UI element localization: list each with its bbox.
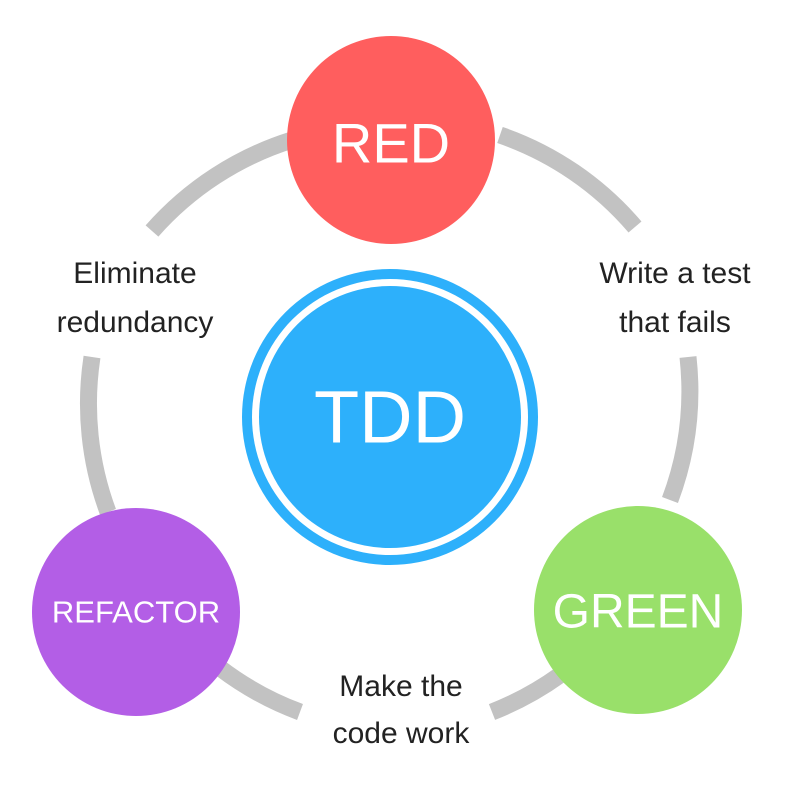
edge-label-refactor-to-red-line1: Eliminate [73, 257, 196, 290]
center-node-label: TDD [314, 376, 466, 459]
cycle-arc-left-top [145, 131, 295, 237]
red-node: RED [287, 36, 495, 244]
center-node-fill [259, 286, 521, 548]
edge-label-red-to-green: Write a test that fails [599, 257, 751, 339]
cycle-arc-right-top [497, 126, 642, 233]
red-node-label: RED [332, 112, 450, 175]
cycle-arc-right [662, 356, 699, 503]
cycle-arc-bottom-right [488, 668, 565, 720]
cycle-arc-bottom-left [214, 661, 304, 720]
green-node-label: GREEN [553, 586, 724, 639]
edge-label-refactor-to-red: Eliminate redundancy [57, 257, 214, 339]
edge-label-red-to-green-line1: Write a test [599, 257, 751, 290]
green-node-circle [534, 506, 742, 714]
cycle-arc-left [79, 355, 116, 515]
cycle-ring [79, 126, 699, 720]
red-node-circle [287, 36, 495, 244]
edge-label-green-to-refactor-line2: code work [333, 717, 471, 750]
refactor-node: REFACTOR [32, 508, 240, 716]
edge-label-green-to-refactor-line1: Make the [339, 670, 462, 703]
edge-label-refactor-to-red-line2: redundancy [57, 306, 214, 339]
refactor-node-label: REFACTOR [52, 595, 220, 630]
green-node: GREEN [534, 506, 742, 714]
refactor-node-circle [32, 508, 240, 716]
edge-label-red-to-green-line2: that fails [619, 306, 731, 339]
edge-label-green-to-refactor: Make the code work [333, 670, 471, 750]
center-node: TDD [242, 269, 538, 565]
